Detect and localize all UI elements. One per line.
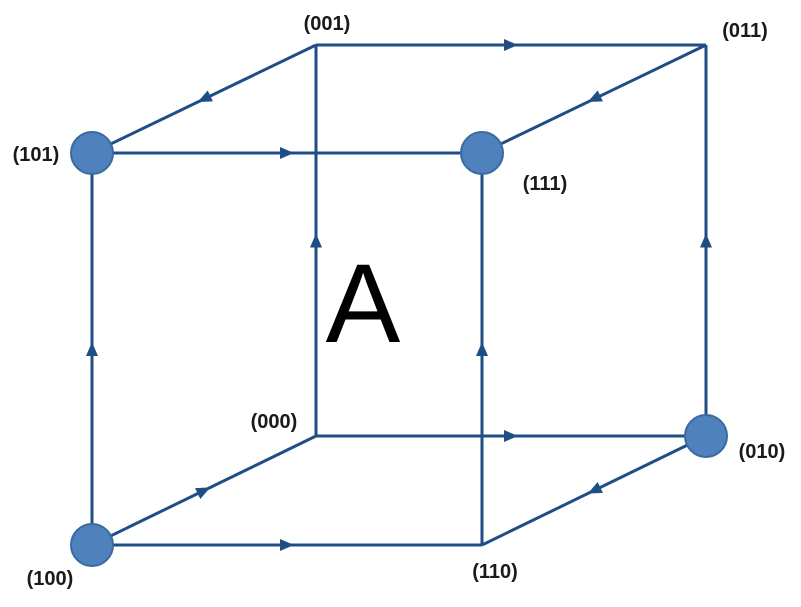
arrowhead-001-101 xyxy=(197,90,213,103)
vertex-label-011: (011) xyxy=(722,20,768,42)
arrowhead-101-111 xyxy=(280,147,294,159)
arrowhead-011-111 xyxy=(587,90,603,103)
vertex-label-110: (110) xyxy=(472,561,518,583)
nodes-layer xyxy=(70,131,728,567)
vertex-label-000: (000) xyxy=(251,411,298,433)
arrowhead-010-110 xyxy=(587,482,603,494)
vertex-label-100: (100) xyxy=(27,568,74,590)
edges-layer xyxy=(86,39,712,551)
panel-label: A xyxy=(326,241,401,366)
vertex-label-001: (001) xyxy=(304,13,351,35)
vertex-node-010 xyxy=(684,414,728,458)
vertex-label-101: (101) xyxy=(13,144,60,166)
arrowhead-100-101 xyxy=(86,342,98,356)
vertex-node-111 xyxy=(460,131,504,175)
arrowhead-010-011 xyxy=(700,233,712,248)
vertex-node-100 xyxy=(70,523,114,567)
arrowhead-110-111 xyxy=(476,342,488,356)
arrowhead-000-010 xyxy=(504,430,518,442)
arrowhead-100-110 xyxy=(280,539,294,551)
arrowhead-001-011 xyxy=(504,39,518,51)
vertex-label-111: (111) xyxy=(523,173,567,195)
vertex-label-010: (010) xyxy=(739,441,786,463)
arrowhead-100-000 xyxy=(195,487,211,499)
arrowhead-000-001 xyxy=(310,233,322,248)
vertex-node-101 xyxy=(70,131,114,175)
